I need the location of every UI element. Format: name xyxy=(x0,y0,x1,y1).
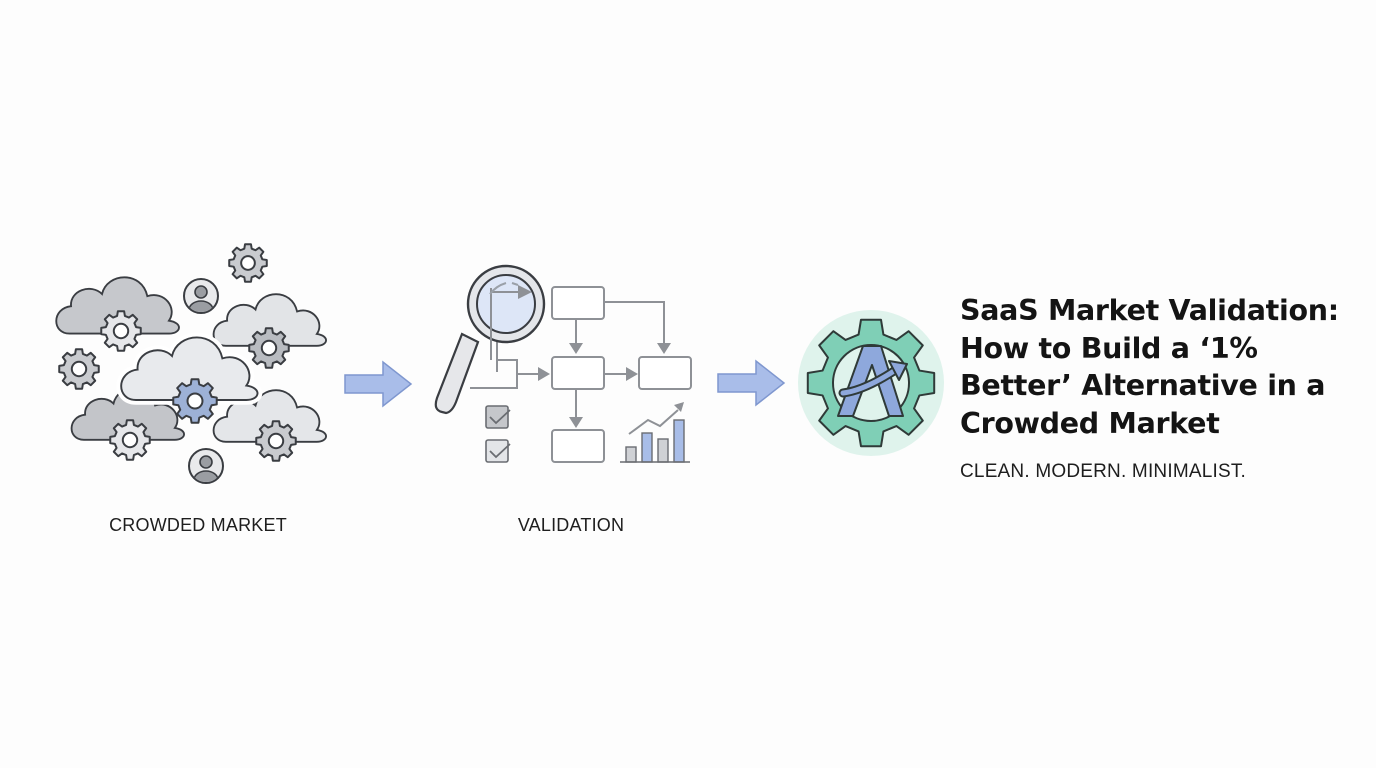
stage-label-crowded-market: CROWDED MARKET xyxy=(109,515,287,535)
tagline: CLEAN. MODERN. MINIMALIST. xyxy=(960,461,1247,482)
checkbox-icon[interactable] xyxy=(485,439,511,463)
user-avatar-icon xyxy=(183,278,219,314)
gear-icon xyxy=(100,310,142,352)
chart-bar xyxy=(657,438,669,463)
headline: SaaS Market Validation: How to Build a ‘… xyxy=(960,292,1360,442)
arrow-right-icon xyxy=(717,359,786,407)
chart-bar xyxy=(625,446,637,463)
arrow-right-icon xyxy=(344,360,413,408)
chart-bar xyxy=(673,419,685,463)
growth-arrow-icon xyxy=(838,360,908,398)
flowchart-icon xyxy=(470,286,692,463)
magnifier-icon xyxy=(434,264,546,415)
gear-icon xyxy=(248,327,290,369)
headline-line: SaaS Market Validation: xyxy=(960,294,1339,327)
headline-line: How to Build a ‘1% xyxy=(960,331,1258,365)
stage-label-validation: VALIDATION xyxy=(517,515,625,535)
trend-arrow-icon xyxy=(628,402,684,435)
gear-icon xyxy=(109,419,151,461)
headline-line: Better’ Alternative in a xyxy=(960,369,1326,402)
gear-icon xyxy=(58,348,100,390)
headline-line: Crowded Market xyxy=(960,406,1220,440)
gear-icon xyxy=(255,420,297,462)
gear-icon xyxy=(172,378,218,424)
chart-bar xyxy=(641,432,653,463)
flow-arrowheads xyxy=(538,343,671,428)
gear-icon xyxy=(228,243,268,283)
letter-a-logo-icon xyxy=(837,345,904,417)
bar-chart-icon xyxy=(620,419,690,463)
user-avatar-icon xyxy=(188,448,224,484)
checkbox-icon[interactable] xyxy=(485,405,511,429)
